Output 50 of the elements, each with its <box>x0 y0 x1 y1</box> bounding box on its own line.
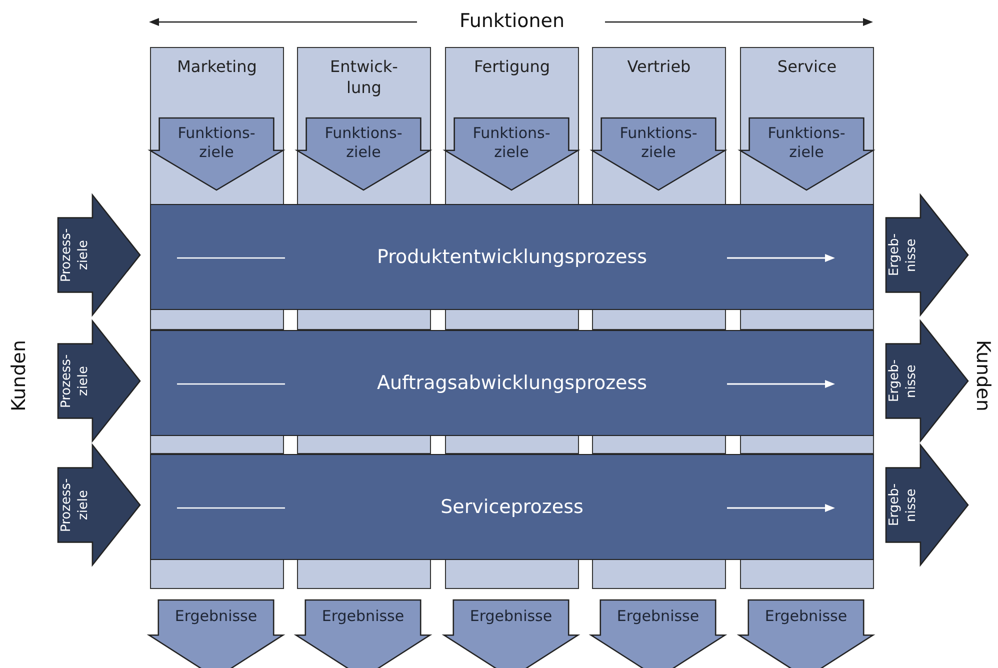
column-heading: Fertigung <box>472 56 552 77</box>
column-segment <box>592 309 726 330</box>
arrow-label: Prozess- ziele <box>58 353 92 410</box>
column-segment <box>740 559 874 589</box>
column-segment <box>150 559 284 589</box>
function-column <box>445 47 579 205</box>
process-label: Auftragsabwicklungsprozess <box>376 372 648 394</box>
process-label: Produktentwicklungsprozess <box>377 246 647 268</box>
column-segment <box>297 309 431 330</box>
column-segment <box>592 435 726 454</box>
column-segment <box>592 559 726 589</box>
arrow-label: Prozess- ziele <box>58 477 92 534</box>
arrow-label: Funktions- ziele <box>618 124 698 162</box>
function-column <box>150 47 284 205</box>
column-heading: Vertrieb <box>626 56 692 77</box>
arrow-label: Ergeb- nisse <box>886 232 920 278</box>
process-band <box>150 330 874 436</box>
process-band <box>150 454 874 560</box>
arrow-label: Prozess- ziele <box>58 227 92 284</box>
arrow-label: Ergeb- nisse <box>886 482 920 528</box>
column-segment <box>297 559 431 589</box>
side-label: Kunden <box>972 340 994 412</box>
arrow-label: Ergebnisse <box>468 607 554 626</box>
function-column <box>740 47 874 205</box>
function-column <box>297 47 431 205</box>
arrow-label: Funktions- ziele <box>176 124 256 162</box>
arrow-label: Funktions- ziele <box>766 124 846 162</box>
arrow-label: Funktions- ziele <box>324 124 404 162</box>
arrow-label: Ergebnisse <box>174 607 258 626</box>
column-segment <box>150 435 284 454</box>
function-column <box>592 47 726 205</box>
column-heading: Marketing <box>176 56 258 77</box>
arrow-label: Ergebnisse <box>616 607 700 626</box>
column-segment <box>740 435 874 454</box>
arrow-label: Funktions- ziele <box>472 124 552 162</box>
arrow-label: Ergebnisse <box>320 607 406 626</box>
column-segment <box>740 309 874 330</box>
column-segment <box>297 435 431 454</box>
column-segment <box>445 309 579 330</box>
process-band <box>150 204 874 310</box>
arrow-label: Ergebnisse <box>764 607 848 626</box>
side-label: Kunden <box>8 340 30 412</box>
arrow-label: Ergeb- nisse <box>886 358 920 404</box>
column-heading: Service <box>776 56 838 77</box>
process-label: Serviceprozess <box>440 496 584 518</box>
column-heading: Entwick- lung <box>329 56 399 98</box>
axis-label: Funktionen <box>458 10 566 32</box>
column-segment <box>150 309 284 330</box>
column-segment <box>445 559 579 589</box>
column-segment <box>445 435 579 454</box>
